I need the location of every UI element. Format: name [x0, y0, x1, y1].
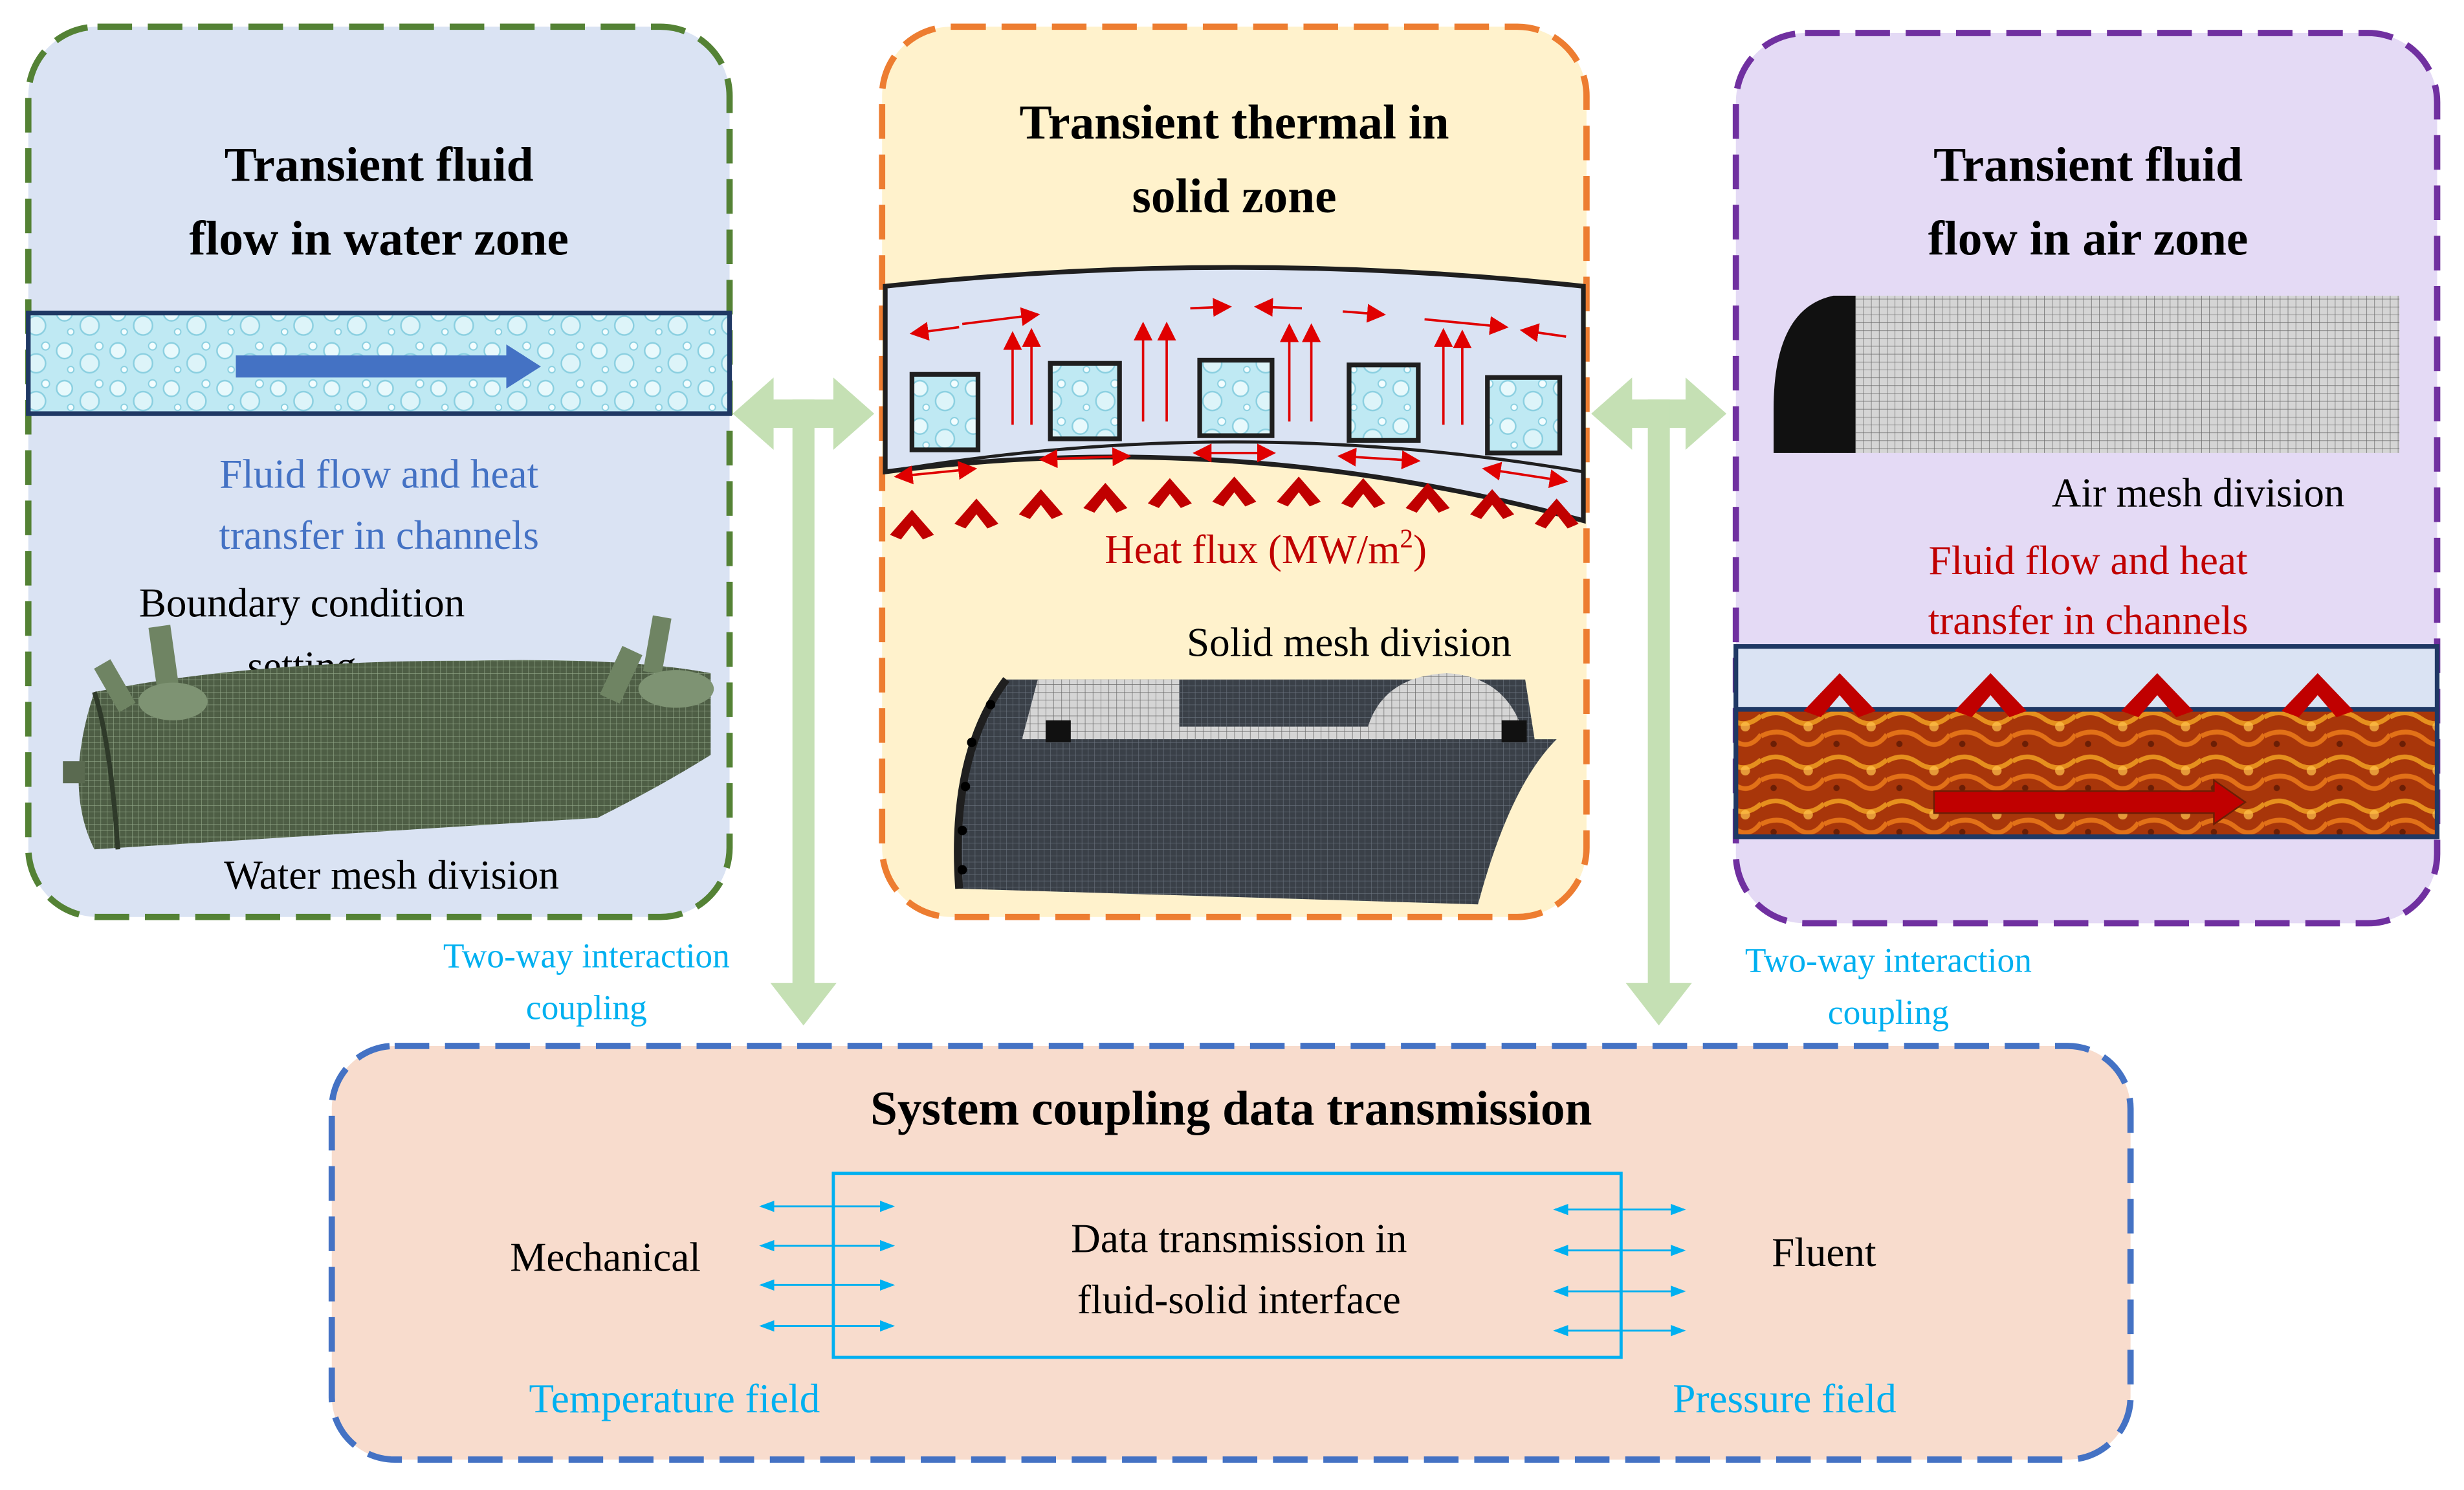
- solid-panel-title-2: solid zone: [1132, 170, 1337, 223]
- air-desc-2: transfer in channels: [1928, 597, 2249, 643]
- air-mesh-image: [1774, 295, 2400, 453]
- air-panel-title-1: Transient fluid: [1933, 138, 2243, 192]
- vertical-arrow-icon: [1625, 399, 1692, 1026]
- air-channel-texture: [1733, 707, 2440, 840]
- heat-flux-chevron-icon: [1470, 489, 1515, 519]
- water-mesh-image: [63, 615, 714, 850]
- water-panel-title-1: Transient fluid: [225, 138, 534, 192]
- solid-mesh-image: [954, 673, 1557, 905]
- water-desc-1: Fluid flow and heat: [219, 451, 538, 496]
- air-panel-title-2: flow in air zone: [1928, 212, 2249, 266]
- air-zone-panel: Transient fluid flow in air zone Air mes…: [1732, 30, 2441, 927]
- heat-conduction-arrows: [894, 298, 1568, 489]
- flow-arrow-icon: [1933, 778, 2247, 826]
- heat-flux-chevron-icon: [2281, 673, 2354, 718]
- mechanical-label: Mechanical: [510, 1234, 701, 1280]
- pressure-field-label: Pressure field: [1673, 1376, 1897, 1421]
- flow-arrow-icon: [236, 344, 541, 389]
- solid-zone-panel: Transient thermal in solid zone: [879, 23, 1590, 920]
- heat-flux-chevron-icon: [890, 509, 934, 540]
- right-coupling-label-2: coupling: [1828, 993, 1949, 1032]
- boundary-label-1: Boundary condition: [139, 581, 465, 626]
- heat-flux-chevron-icon: [1212, 476, 1257, 507]
- water-zone-panel: Transient fluid flow in water zone Fluid…: [25, 23, 733, 920]
- left-coupling-label-2: coupling: [526, 988, 647, 1027]
- temperature-field-label: Temperature field: [529, 1376, 820, 1421]
- heat-flux-chevron-icon: [1341, 478, 1385, 508]
- heat-flux-chevron-icon: [1534, 498, 1579, 529]
- heat-flux-chevrons: [890, 476, 1579, 540]
- heat-flux-chevron-icon: [954, 498, 999, 529]
- heat-flux-label: Heat flux (MW/m2): [1105, 524, 1427, 572]
- interface-box: [831, 1172, 1623, 1359]
- fluent-label: Fluent: [1772, 1230, 1876, 1275]
- heat-flux-chevron-icon: [1147, 478, 1192, 508]
- water-mesh-label: Water mesh division: [224, 852, 559, 898]
- heat-flux-chevron-icon: [1018, 489, 1063, 519]
- data-exchange-arrows-right: [1553, 1203, 1686, 1337]
- air-mesh-label: Air mesh division: [2052, 470, 2345, 515]
- water-desc-2: transfer in channels: [219, 513, 539, 558]
- heat-flux-chevron-icon: [1277, 476, 1321, 507]
- heat-flux-chevron-icon: [1954, 673, 2027, 718]
- vertical-arrow-icon: [770, 399, 837, 1026]
- system-coupling-panel: System coupling data transmission Mechan…: [328, 1043, 2134, 1463]
- air-desc-1: Fluid flow and heat: [1929, 538, 2248, 583]
- data-exchange-arrows-left: [759, 1201, 896, 1332]
- interface-label-1: Data transmission in: [1071, 1216, 1407, 1261]
- system-panel-title: System coupling data transmission: [870, 1082, 1592, 1135]
- heat-flux-chevron-icon: [1083, 483, 1128, 513]
- left-coupling-arrows: [732, 377, 875, 1026]
- right-coupling-arrows: [1591, 377, 1727, 1026]
- left-coupling-label-1: Two-way interaction: [443, 936, 730, 975]
- water-channel-texture: [26, 310, 732, 416]
- interface-label-2: fluid-solid interface: [1077, 1277, 1401, 1322]
- solid-panel-title-1: Transient thermal in: [1020, 96, 1449, 150]
- water-panel-title-2: flow in water zone: [189, 212, 568, 266]
- solid-mesh-label: Solid mesh division: [1187, 619, 1512, 665]
- heat-flux-chevron-icon: [1405, 483, 1450, 513]
- right-coupling-label-1: Two-way interaction: [1745, 941, 2032, 980]
